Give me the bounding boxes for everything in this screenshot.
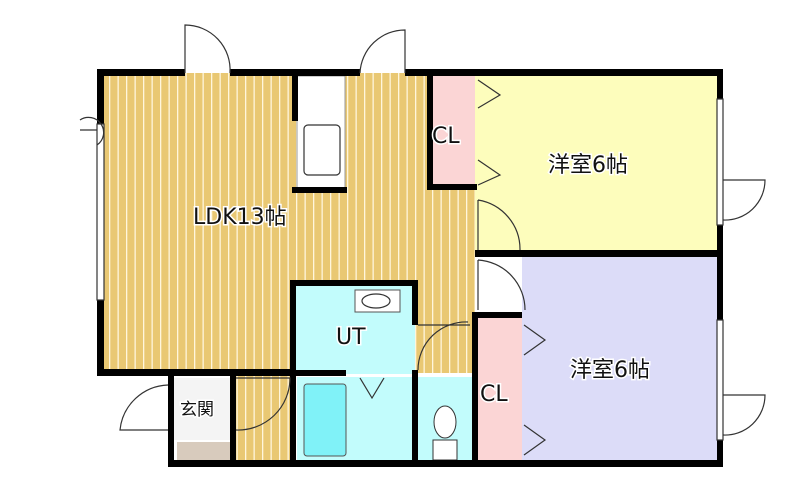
room-label-bedroom-2: 洋室6帖 <box>570 358 650 383</box>
room-label-closet-2: CL <box>480 382 508 407</box>
room-label-genkan: 玄関 <box>180 400 214 420</box>
room-label-bedroom-1: 洋室6帖 <box>548 153 628 178</box>
walls <box>97 69 723 467</box>
basin-bowl-icon <box>361 293 391 309</box>
sink-icon <box>303 124 341 176</box>
bathtub-icon <box>303 383 347 457</box>
ldk-floor <box>100 73 475 373</box>
genkan-step <box>177 442 230 462</box>
room-label-utility: UT <box>336 325 366 350</box>
kitchen-counter <box>296 75 346 192</box>
bedroom-2-floor <box>522 257 718 462</box>
toilet-tank-icon <box>432 439 458 461</box>
toilet-icon <box>433 405 457 439</box>
closet-2-floor <box>477 316 522 462</box>
genkan-floor <box>174 378 234 440</box>
room-label-ldk: LDK13帖 <box>193 205 287 230</box>
bedroom-1-floor <box>475 76 718 253</box>
room-label-closet-1: CL <box>432 124 460 149</box>
closet-1-floor <box>430 76 475 186</box>
hall-floor <box>235 373 295 463</box>
doors-and-windows <box>79 24 766 456</box>
